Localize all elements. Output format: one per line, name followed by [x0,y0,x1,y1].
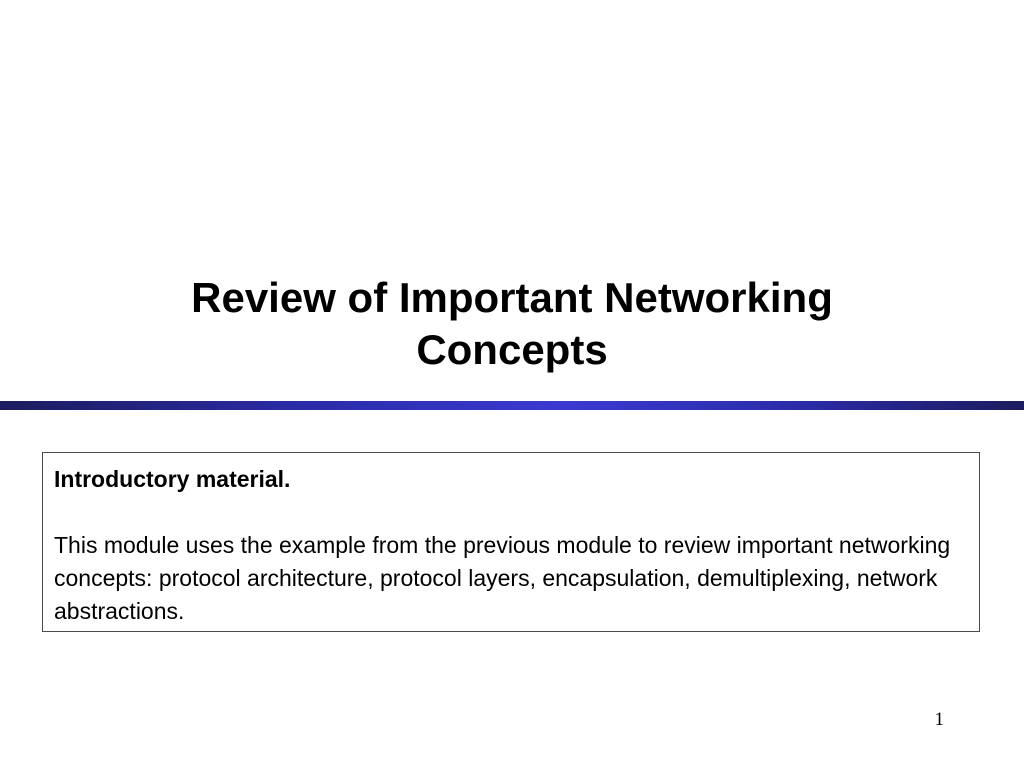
slide-title-line-1: Review of Important Networking [191,274,833,321]
page-number: 1 [934,709,945,730]
info-box-body: This module uses the example from the pr… [54,532,951,624]
info-box-heading: Introductory material. [54,466,291,492]
info-box-spacer [54,496,969,529]
introductory-text-box: Introductory material. This module uses … [42,452,980,632]
slide-title-line-2: Concepts [416,326,608,373]
slide-title: Review of Important Networking Concepts [112,272,912,376]
title-divider-bar [0,401,1024,410]
